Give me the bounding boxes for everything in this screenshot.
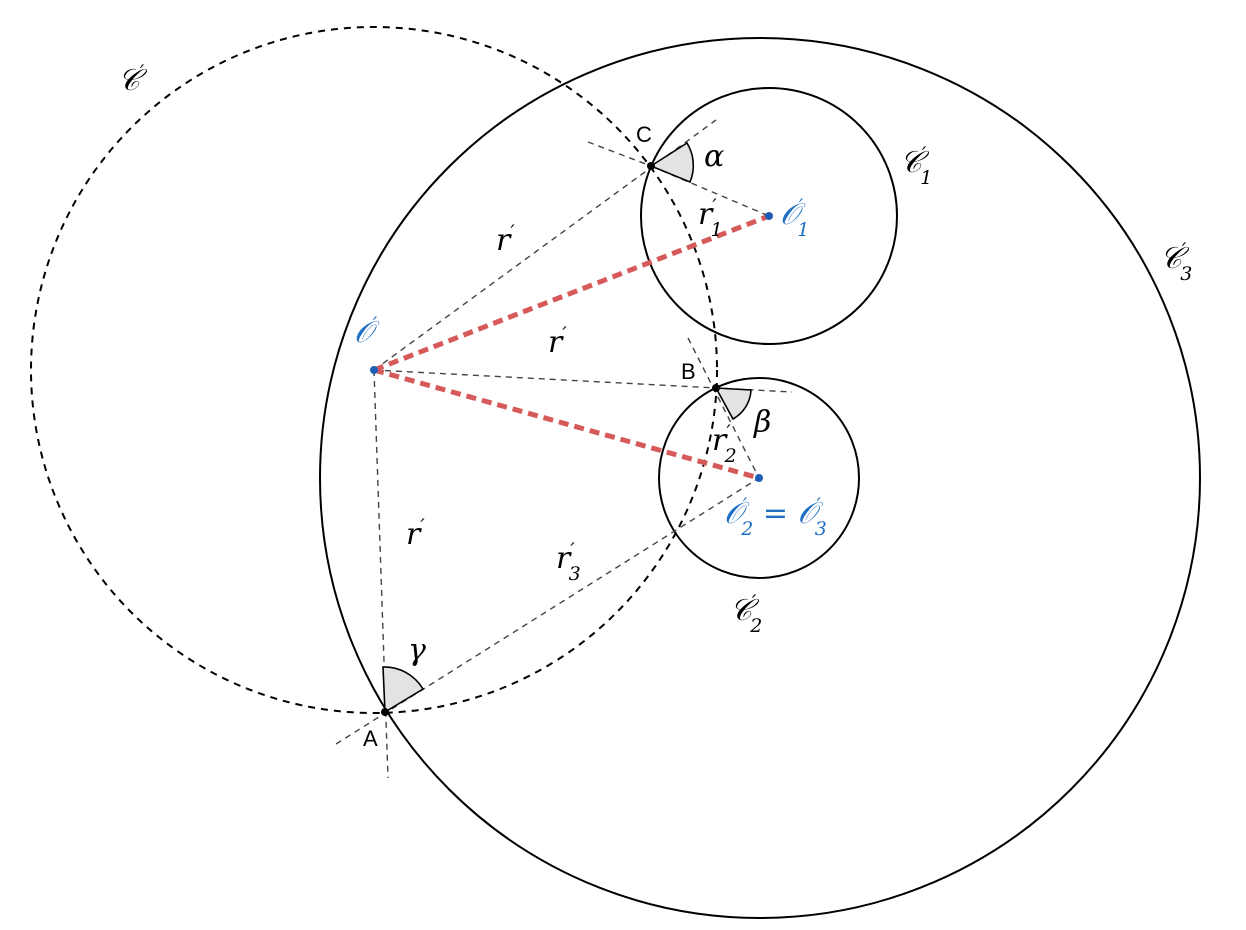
label-point-c: C <box>636 122 652 147</box>
label-radius-r-prime-upper: r′ <box>496 221 515 258</box>
label-center-o-prime: 𝒪′ <box>354 313 380 350</box>
angle-beta-sector <box>714 387 752 421</box>
label-point-b: B <box>681 359 696 384</box>
circle-c1 <box>640 87 898 345</box>
label-angle-beta: β <box>753 405 771 440</box>
angle-alpha-sector <box>649 141 695 184</box>
label-radius-r-prime-middle: r′ <box>548 323 567 360</box>
label-radius-r1: r′1 <box>698 195 723 241</box>
label-angle-alpha: α <box>704 139 724 174</box>
circle-c3 <box>319 37 1201 919</box>
segment-o-prime-o2 <box>373 367 760 481</box>
angle-gamma-sector <box>382 666 425 714</box>
label-radius-r3: r′3 <box>556 539 581 585</box>
point-c <box>647 162 655 170</box>
point-o1 <box>765 212 773 220</box>
label-center-o1: 𝒪′1 <box>780 195 809 241</box>
label-circle-c2: 𝒞′2 <box>730 591 762 637</box>
label-circle-c-prime: 𝒞′ <box>118 61 148 98</box>
label-center-o2-eq-o3: 𝒪′2 = 𝒪′3 <box>724 494 827 540</box>
line-o-prime-b <box>373 369 793 393</box>
line-o-prime-a <box>373 369 389 779</box>
label-angle-gamma: γ <box>408 633 426 668</box>
point-a <box>381 708 389 716</box>
circle-c2 <box>658 377 860 579</box>
line-b-o2 <box>687 337 760 479</box>
segment-o-prime-o1 <box>373 213 770 373</box>
point-o-prime <box>370 366 378 374</box>
label-radius-r2: r′2 <box>712 421 737 467</box>
label-radius-r-prime-lower: r′ <box>406 515 425 552</box>
label-circle-c3: 𝒞′3 <box>1160 239 1192 285</box>
circle-c-prime <box>30 26 718 714</box>
label-circle-c1: 𝒞′1 <box>900 143 932 189</box>
point-b <box>712 384 720 392</box>
point-o2 <box>755 474 763 482</box>
label-point-a: A <box>363 726 378 751</box>
line-c-ext <box>587 141 652 167</box>
